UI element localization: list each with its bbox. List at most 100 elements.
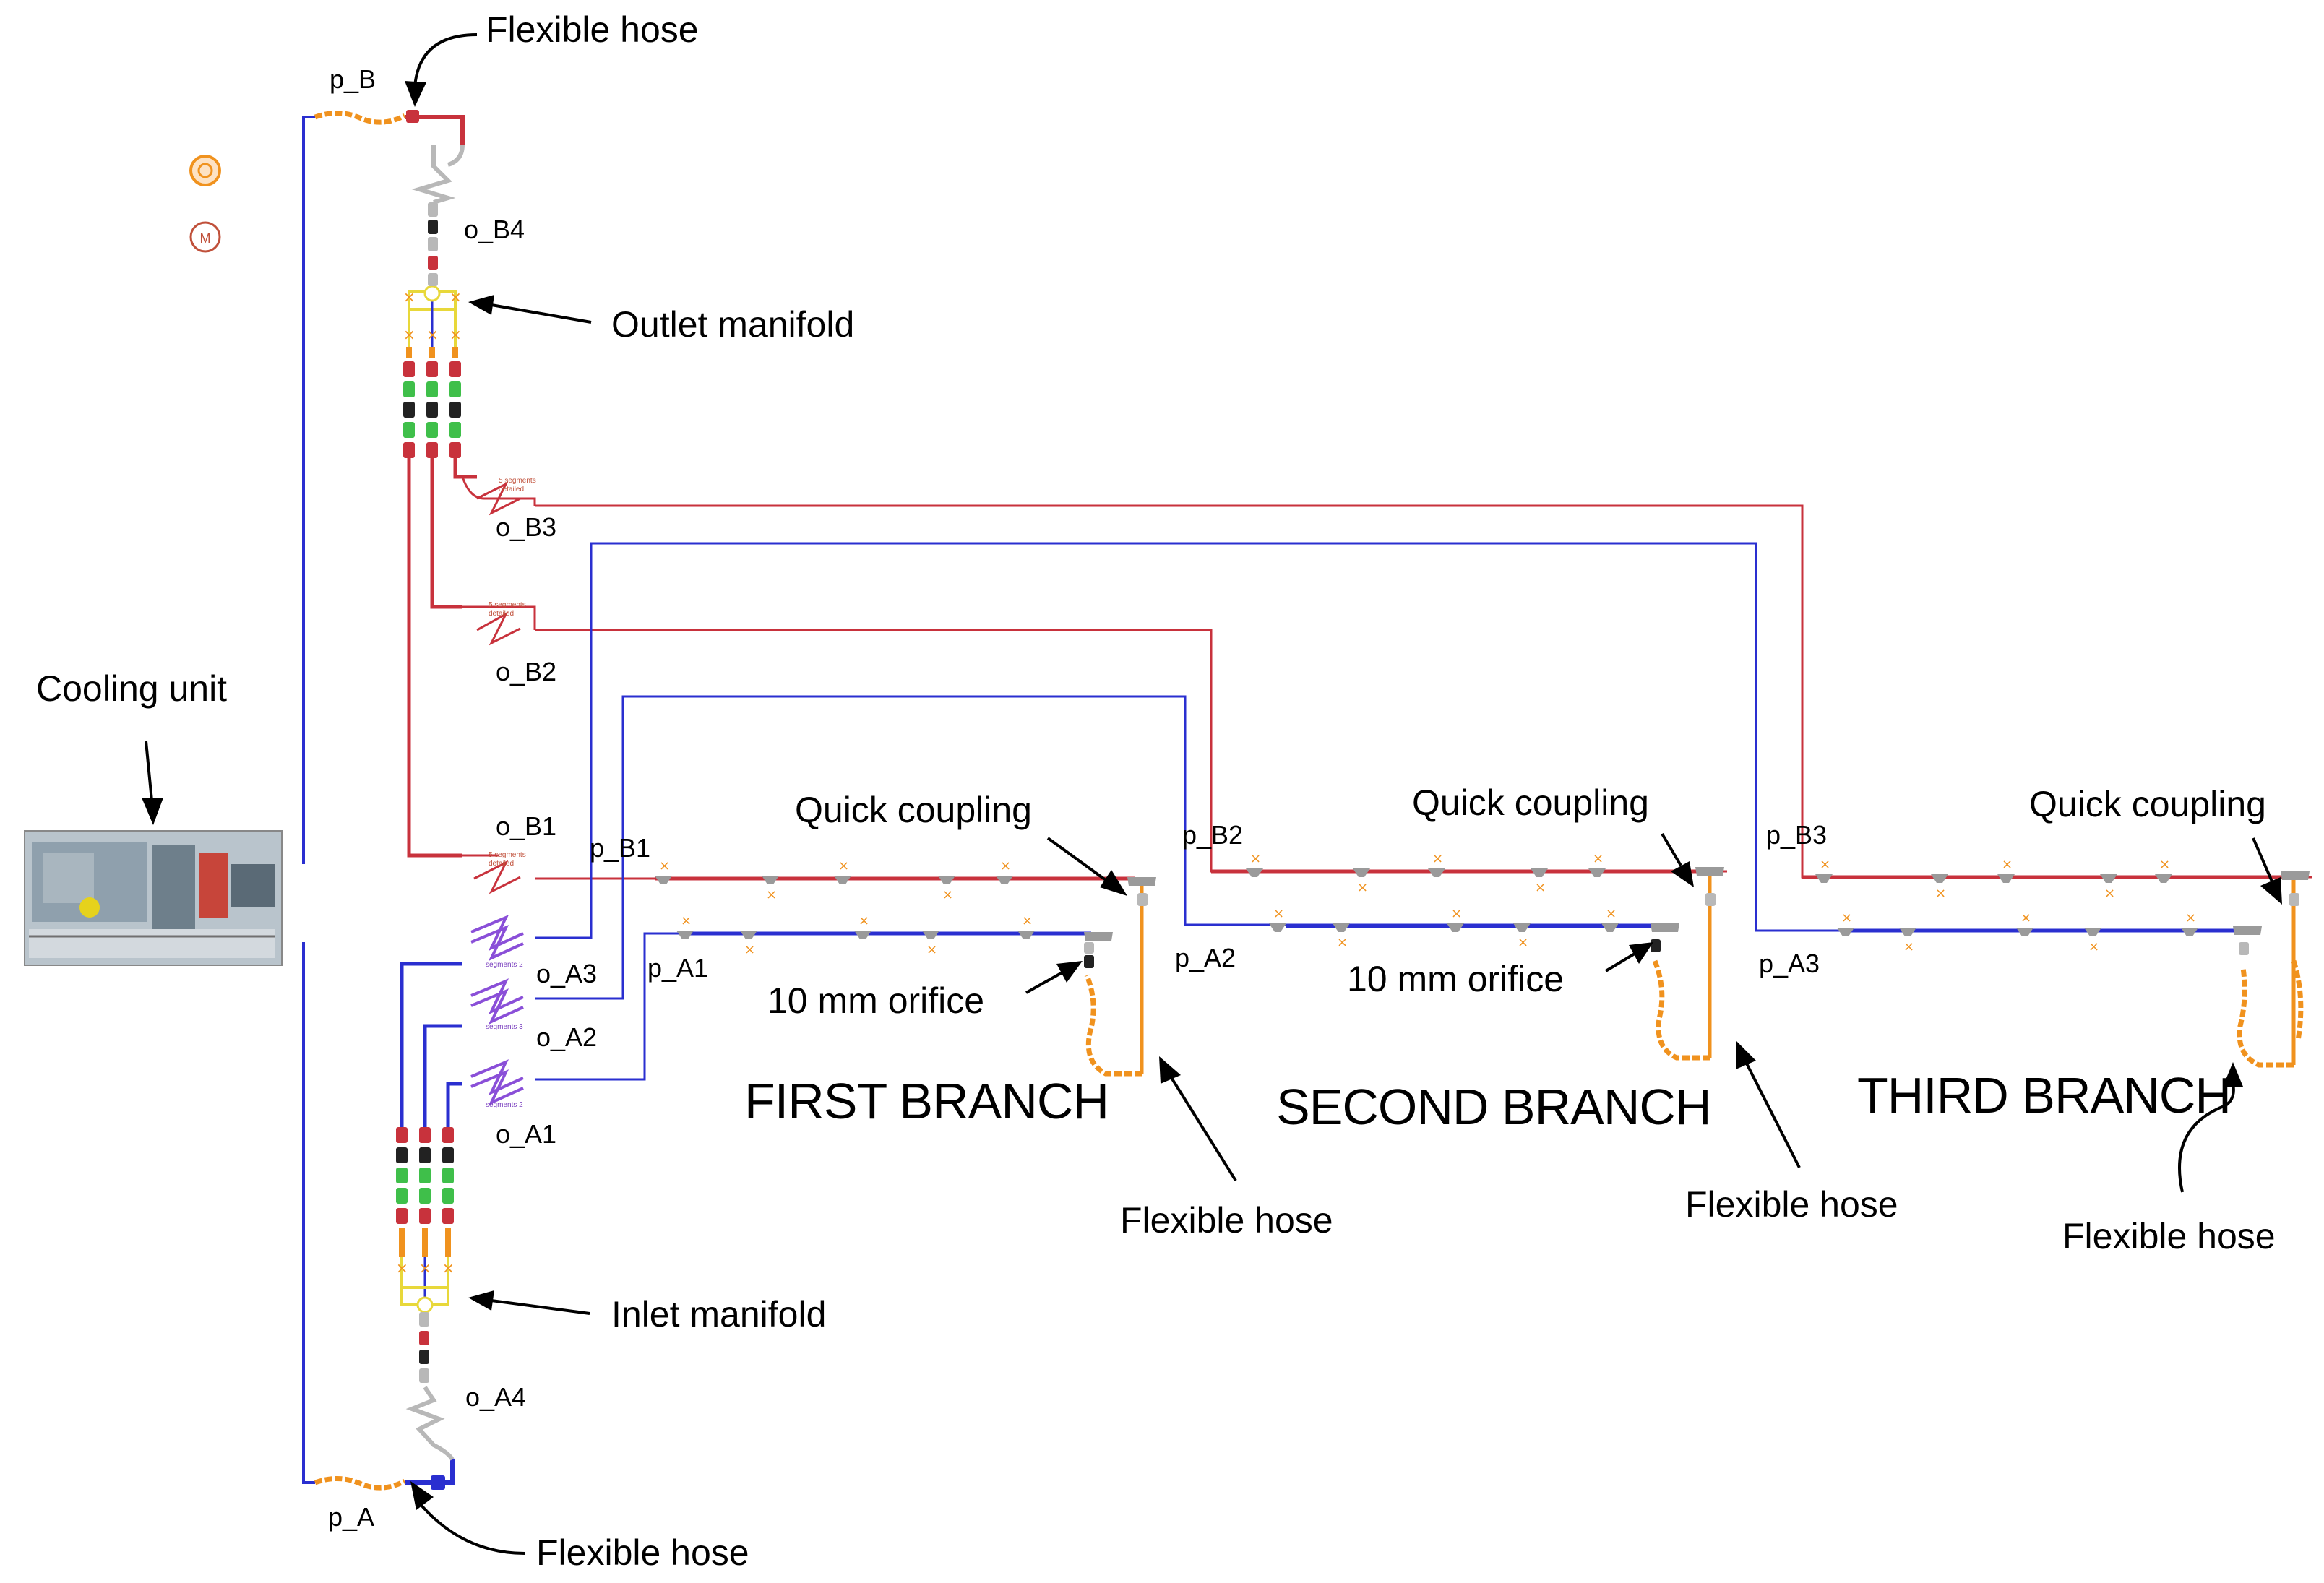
tee-fitting bbox=[834, 876, 851, 884]
return-line-b2 bbox=[535, 629, 1727, 873]
supply-line-a3 bbox=[535, 542, 2247, 939]
port-o_A1: o_A1 bbox=[496, 1119, 556, 1149]
port-o_B3: o_B3 bbox=[496, 512, 556, 542]
x-marker: × bbox=[2104, 886, 2115, 901]
x-marker: × bbox=[1535, 880, 1546, 895]
port-o_A3: o_A3 bbox=[536, 959, 597, 988]
tee-fitting bbox=[2084, 928, 2101, 936]
inlet-valve-stack bbox=[396, 1127, 454, 1257]
tee-fitting bbox=[762, 876, 779, 884]
loop-pipe-bottom bbox=[302, 942, 315, 1484]
cooling-unit-label: Cooling unit bbox=[36, 668, 227, 709]
outlet-leg-1 bbox=[407, 448, 462, 858]
tee-fitting bbox=[1246, 868, 1263, 877]
tee-fitting bbox=[1353, 868, 1370, 877]
tee-fitting bbox=[655, 876, 672, 884]
svg-text:×: × bbox=[403, 288, 416, 306]
outlet-leg-2 bbox=[430, 448, 462, 609]
port-o_A4: o_A4 bbox=[465, 1382, 526, 1412]
branch1-hose bbox=[1084, 877, 1156, 1077]
x-marker: × bbox=[1022, 913, 1033, 928]
tee-fitting bbox=[854, 931, 872, 939]
x-marker: × bbox=[1000, 858, 1011, 874]
port-o_B2: o_B2 bbox=[496, 657, 556, 686]
x-marker: × bbox=[1273, 906, 1284, 921]
svg-text:5 segments: 5 segments bbox=[489, 601, 526, 609]
annotation-arrows bbox=[142, 33, 2282, 1555]
x-marker: × bbox=[926, 942, 937, 957]
tee-fitting bbox=[1513, 923, 1531, 932]
orifice-2-label: 10 mm orifice bbox=[1347, 959, 1564, 999]
supply-line-a2 bbox=[535, 695, 1662, 1000]
first-branch-label: FIRST BRANCH bbox=[744, 1073, 1109, 1129]
tee-fitting bbox=[1815, 874, 1833, 883]
motor-letter: M bbox=[200, 231, 211, 246]
x-marker: × bbox=[1903, 939, 1914, 954]
tee-fitting bbox=[1333, 923, 1350, 932]
orange-circle-icon bbox=[189, 155, 221, 186]
inlet-leg-1 bbox=[400, 962, 462, 1127]
inlet-main-pipe bbox=[405, 1459, 455, 1485]
x-marker: × bbox=[2159, 857, 2170, 872]
port-o_B4: o_B4 bbox=[464, 215, 525, 244]
svg-text:×: × bbox=[419, 1259, 431, 1277]
orifice-1-label: 10 mm orifice bbox=[767, 980, 984, 1021]
svg-text:detailed: detailed bbox=[489, 860, 514, 868]
tee-fitting bbox=[1269, 923, 1286, 932]
top-flexible-hose bbox=[314, 110, 419, 125]
svg-text:×: × bbox=[396, 1259, 408, 1277]
motor-icon: M bbox=[189, 221, 221, 253]
tee-fitting bbox=[1601, 923, 1619, 932]
svg-text:segments 2: segments 2 bbox=[486, 1101, 523, 1109]
port-p_A1: p_A1 bbox=[647, 953, 708, 983]
port-p_B1: p_B1 bbox=[590, 833, 650, 863]
svg-text:detailed: detailed bbox=[499, 486, 524, 493]
tee-fitting bbox=[922, 931, 939, 939]
flexible-hose-top-label: Flexible hose bbox=[486, 9, 699, 50]
bottom-flexible-hose bbox=[314, 1475, 406, 1491]
outlet-manifold bbox=[408, 285, 457, 347]
tee-fitting bbox=[1588, 868, 1606, 877]
port-o_B1: o_B1 bbox=[496, 811, 556, 841]
tee-fitting bbox=[2016, 928, 2033, 936]
x-marker: × bbox=[2002, 857, 2013, 872]
o_A2-segment: segments 3 bbox=[470, 978, 524, 1031]
x-marker: × bbox=[858, 913, 869, 928]
tee-fitting bbox=[1931, 874, 1948, 883]
x-marker: × bbox=[1935, 886, 1946, 901]
svg-text:5 segments: 5 segments bbox=[489, 851, 526, 859]
tee-fitting bbox=[2181, 928, 2198, 936]
x-marker: × bbox=[659, 858, 670, 874]
outlet-manifold-label: Outlet manifold bbox=[611, 304, 854, 345]
o_B3-segment: 5 segments detailed bbox=[461, 476, 536, 516]
port-p_B3: p_B3 bbox=[1766, 820, 1827, 850]
x-marker: × bbox=[2185, 910, 2196, 926]
tee-fitting bbox=[938, 876, 955, 884]
supply-line-a1 bbox=[535, 932, 687, 1081]
inlet-leg-3 bbox=[446, 1082, 462, 1127]
o_A3-segment: segments 2 bbox=[470, 915, 524, 969]
flexible-hose-1-label: Flexible hose bbox=[1120, 1200, 1333, 1241]
port-o_A2: o_A2 bbox=[536, 1022, 597, 1052]
tee-fitting bbox=[1428, 868, 1445, 877]
x-marker: × bbox=[1606, 906, 1617, 921]
cooling-unit-photo-icon bbox=[24, 830, 283, 966]
quick-coupling-1-label: Quick coupling bbox=[795, 790, 1032, 830]
flexible-hose-2-label: Flexible hose bbox=[1685, 1184, 1898, 1225]
x-marker: × bbox=[744, 942, 755, 957]
x-marker: × bbox=[681, 913, 692, 928]
quick-coupling-2-label: Quick coupling bbox=[1412, 782, 1649, 823]
port-p_A3: p_A3 bbox=[1759, 949, 1820, 978]
x-marker: × bbox=[2088, 939, 2099, 954]
tee-fitting bbox=[2100, 874, 2117, 883]
tee-fitting bbox=[2155, 874, 2172, 883]
x-marker: × bbox=[1337, 935, 1348, 950]
o_B2-segment: 5 segments detailed bbox=[462, 601, 536, 646]
svg-text:×: × bbox=[449, 326, 462, 343]
o_B4-element bbox=[411, 144, 465, 286]
svg-text:detailed: detailed bbox=[489, 610, 514, 618]
o_A1-segment: segments 2 bbox=[470, 1059, 524, 1109]
svg-text:×: × bbox=[449, 288, 462, 306]
branch-fittings: ×××××××××××××××××××××××××××××× bbox=[655, 851, 2198, 957]
